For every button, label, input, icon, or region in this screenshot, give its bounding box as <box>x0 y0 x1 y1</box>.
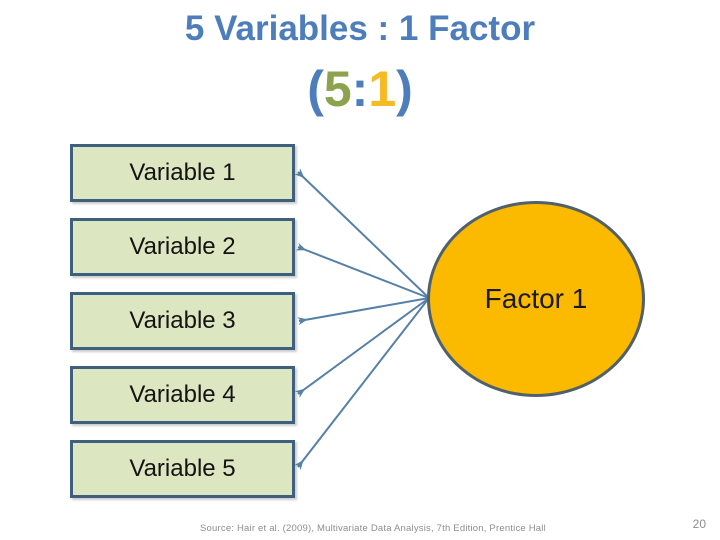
connector-factor-to-variable-4 <box>294 297 430 398</box>
connector-factor-to-variable-1 <box>294 168 430 299</box>
slide-title: 5 Variables : 1 Factor <box>184 9 536 48</box>
ratio-variables-count: 5 <box>323 61 352 117</box>
factor-circle: Factor 1 <box>427 201 645 397</box>
variable-label: Variable 4 <box>129 381 236 408</box>
connector-factor-to-variable-2 <box>295 242 430 299</box>
variable-label: Variable 3 <box>129 307 236 334</box>
connector-factor-to-variable-3 <box>297 297 430 326</box>
close-paren: ) <box>396 61 413 117</box>
variable-box-1: Variable 1 <box>70 144 295 202</box>
variable-box-2: Variable 2 <box>70 218 295 276</box>
open-paren: ( <box>307 61 324 117</box>
variable-box-5: Variable 5 <box>70 440 295 498</box>
footer-source-citation: Source: Hair et al. (2009), Multivariate… <box>200 523 546 534</box>
variable-box-4: Variable 4 <box>70 366 295 424</box>
ratio-colon: : <box>351 61 369 117</box>
page-number: 20 <box>692 517 706 531</box>
factor-label: Factor 1 <box>484 283 588 314</box>
variable-label: Variable 1 <box>129 159 236 186</box>
connector-factor-to-variable-5 <box>294 297 430 471</box>
variable-label: Variable 2 <box>129 233 236 260</box>
ratio-factors-count: 1 <box>368 61 397 117</box>
variable-label: Variable 5 <box>129 455 236 482</box>
ratio-subtitle: (5:1) <box>0 62 720 117</box>
variable-box-3: Variable 3 <box>70 292 295 350</box>
